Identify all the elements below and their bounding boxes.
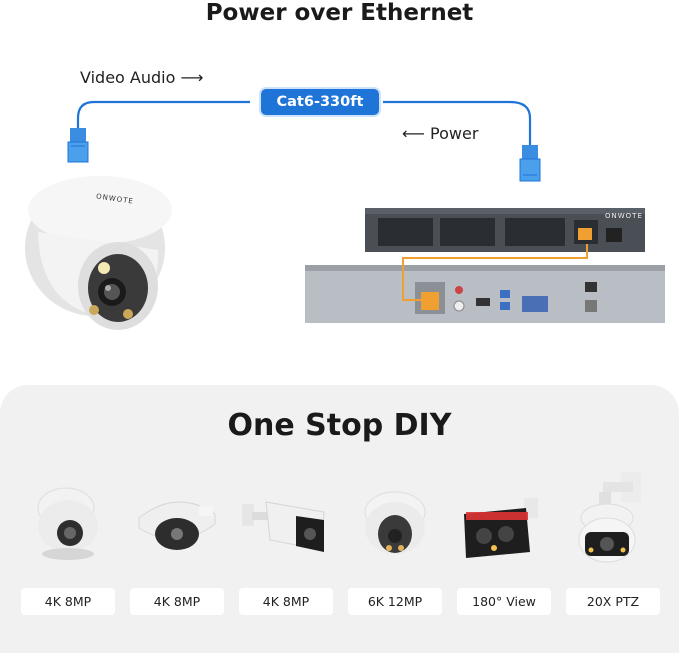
camera-item: 4K 8MP bbox=[236, 468, 336, 618]
rj45-connector-right-icon bbox=[519, 145, 541, 182]
switch-brand: ONWOTE bbox=[605, 212, 643, 220]
lan-link bbox=[402, 244, 588, 301]
cable-badge: Cat6-330ft bbox=[259, 87, 381, 117]
page-title: Power over Ethernet bbox=[205, 0, 474, 26]
ethernet-cable-right bbox=[383, 100, 532, 150]
camera-label: 4K 8MP bbox=[130, 588, 224, 615]
dome-camera-icon bbox=[25, 176, 172, 330]
ptz-camera-icon bbox=[578, 472, 641, 563]
rj45-connector-left-icon bbox=[67, 128, 89, 163]
section-title: One Stop DIY bbox=[227, 408, 452, 443]
camera-label: 6K 12MP bbox=[348, 588, 442, 615]
camera-item: 6K 12MP bbox=[345, 468, 445, 618]
nvr-recorder-icon bbox=[305, 265, 665, 323]
camera-item: 4K 8MP bbox=[18, 468, 118, 618]
bullet-camera-icon bbox=[242, 501, 325, 552]
camera-list: 4K 8MP 4K 8MP 4K 8MP 6K 12 bbox=[18, 468, 666, 618]
left-arrow-icon: ⟵ bbox=[402, 124, 425, 143]
poe-diagram bbox=[25, 100, 665, 330]
camera-label: 20X PTZ bbox=[566, 588, 660, 615]
camera-item: 180° View bbox=[454, 468, 554, 618]
turret-camera-color-icon bbox=[364, 491, 426, 554]
turret-camera-icon bbox=[37, 487, 98, 560]
ethernet-cable bbox=[76, 100, 250, 148]
dual-lens-bullet-camera-icon bbox=[464, 498, 538, 558]
video-audio-text: Video Audio bbox=[80, 68, 176, 87]
camera-label: 4K 8MP bbox=[239, 588, 333, 615]
video-audio-label: Video Audio ⟶ bbox=[80, 68, 203, 87]
right-arrow-icon: ⟶ bbox=[180, 68, 204, 87]
power-text: Power bbox=[430, 124, 479, 143]
poe-switch-icon bbox=[365, 208, 645, 252]
camera-item: 4K 8MP bbox=[127, 468, 227, 618]
camera-label: 4K 8MP bbox=[21, 588, 115, 615]
power-label: ⟵ Power bbox=[402, 124, 478, 143]
camera-label: 180° View bbox=[457, 588, 551, 615]
camera-item: 20X PTZ bbox=[563, 468, 663, 618]
dome-camera-icon bbox=[138, 501, 216, 550]
